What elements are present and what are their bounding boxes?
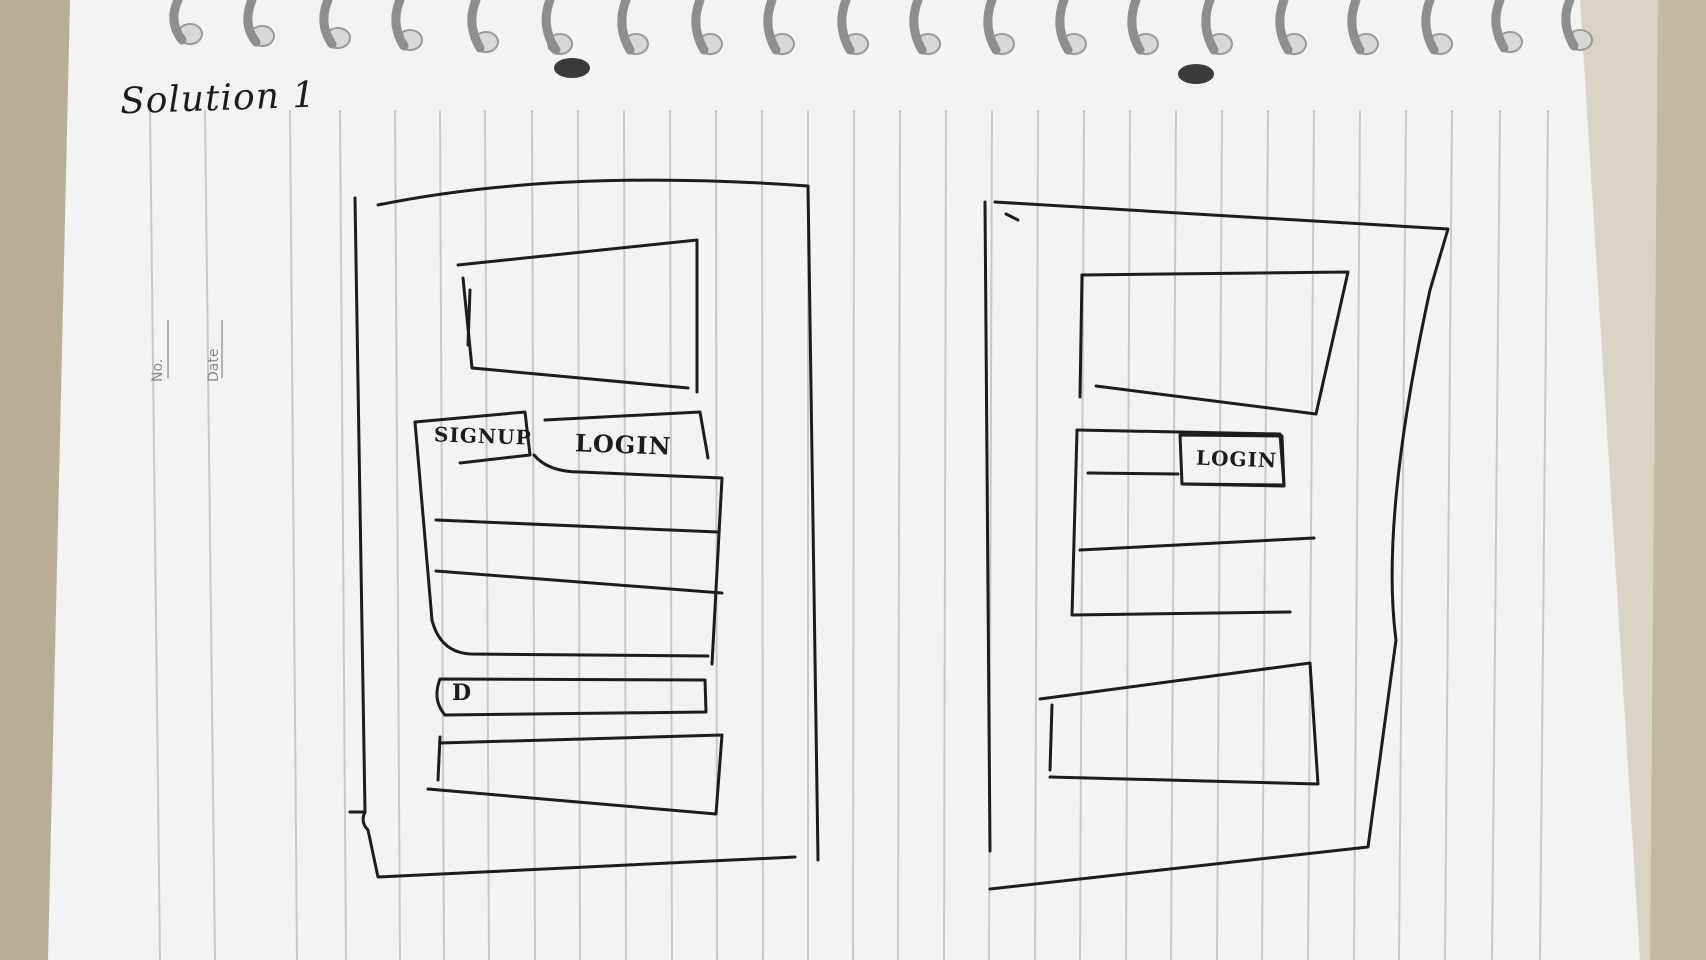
left-header-image xyxy=(456,238,699,394)
left-submit-button xyxy=(426,733,724,816)
left-checkbox-row xyxy=(435,677,708,717)
checkbox-mark: D xyxy=(452,680,473,706)
left-field-1 xyxy=(434,518,720,534)
right-login-label: LOGIN xyxy=(1195,445,1278,473)
right-login-button xyxy=(1178,433,1286,488)
tab-login-label: LOGIN xyxy=(574,428,672,461)
sketch-right xyxy=(983,200,1450,891)
margin-label-no: No. xyxy=(150,358,166,382)
page-heading: Solution 1 xyxy=(119,74,317,123)
right-header-image xyxy=(1080,270,1350,416)
right-bottom-button xyxy=(1038,661,1320,786)
ruled-lines xyxy=(149,109,1549,960)
left-field-2 xyxy=(434,569,724,595)
margin-label-date: Date xyxy=(206,348,222,382)
spiral-binding xyxy=(169,0,1593,84)
sketch-left xyxy=(348,178,820,879)
right-phone-outline xyxy=(983,200,992,853)
tab-signup-label: SIGNUP xyxy=(433,422,533,450)
tab-signup-outline xyxy=(413,410,532,465)
right-field xyxy=(1078,536,1316,552)
